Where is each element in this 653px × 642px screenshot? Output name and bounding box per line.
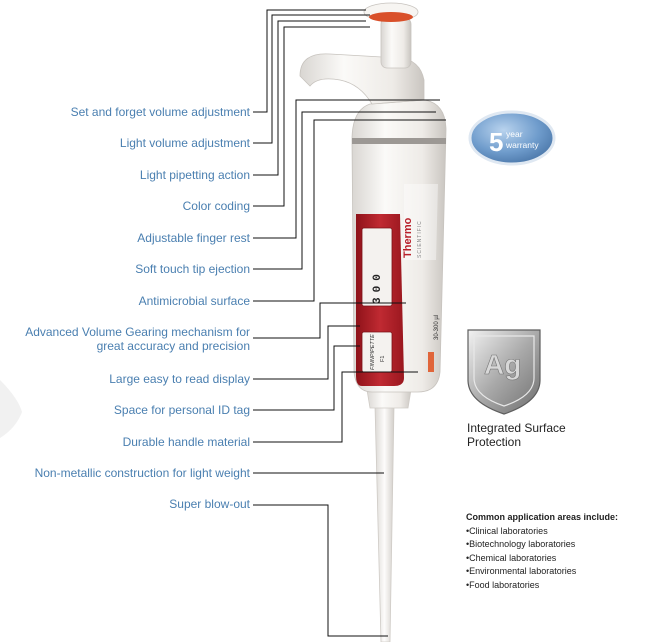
leader-handle: [253, 371, 418, 443]
feature-label-non-metallic: Non-metallic construction for light weig…: [34, 466, 250, 480]
applications-item: Chemical laboratories: [466, 552, 618, 566]
ag-caption: Integrated Surface Protection: [467, 421, 617, 449]
applications-item: Clinical laboratories: [466, 525, 618, 539]
brand-scientific: SCIENTIFIC: [417, 220, 423, 258]
ag-symbol: Ag: [484, 349, 521, 380]
color-coding-ring: [369, 12, 413, 22]
applications-list: Clinical laboratories Biotechnology labo…: [466, 525, 618, 593]
leader-light-pipetting: [253, 20, 366, 176]
applications-item: Environmental laboratories: [466, 565, 618, 579]
leader-lines: [253, 9, 446, 637]
feature-label-finger-rest: Adjustable finger rest: [137, 231, 250, 245]
model-sub: F1: [380, 356, 386, 362]
background-swoosh: [0, 380, 22, 438]
leader-antimicrobial: [253, 119, 446, 302]
applications-item: Food laboratories: [466, 579, 618, 593]
display-digits: 300: [372, 269, 384, 304]
warranty-number: 5: [489, 127, 503, 157]
applications-box: Common application areas include: Clinic…: [466, 511, 618, 593]
warranty-badge: [468, 110, 556, 166]
feature-label-blow-out: Super blow-out: [169, 497, 250, 511]
plunger-stem: [380, 17, 412, 69]
feature-label-color-coding: Color coding: [182, 199, 250, 213]
display-window: [361, 227, 393, 307]
leader-finger-rest: [253, 99, 440, 239]
applications-title: Common application areas include:: [466, 512, 619, 522]
metal-band: [352, 138, 446, 144]
warranty-line1: year: [506, 129, 523, 139]
leader-set-forget: [253, 9, 366, 113]
ag-shield-inner: [473, 335, 535, 407]
model-label: FINNPIPETTE: [370, 334, 376, 370]
orange-accent: [428, 352, 434, 372]
feature-label-set-forget: Set and forget volume adjustment: [70, 105, 250, 119]
feature-label-light-volume: Light volume adjustment: [119, 136, 250, 150]
leader-gearing: [253, 302, 406, 339]
leader-color-coding: [253, 26, 370, 207]
feature-label-handle: Durable handle material: [122, 435, 250, 449]
leader-display: [253, 325, 360, 380]
feature-label-antimicrobial: Antimicrobial surface: [138, 294, 250, 308]
brand-area: [404, 184, 438, 260]
leader-blow-out: [253, 504, 388, 637]
pipette-tip-cone: [374, 405, 395, 642]
feature-label-display: Large easy to read display: [109, 372, 250, 386]
applications-item: Biotechnology laboratories: [466, 538, 618, 552]
leader-tip-ejection: [253, 111, 436, 270]
ag-caption-line2: Protection: [467, 435, 522, 449]
range-label: 30-300 µl: [434, 315, 440, 340]
ag-caption-line1: Integrated Surface: [467, 421, 566, 435]
feature-label-id-tag: Space for personal ID tag: [113, 403, 250, 417]
leader-light-volume: [253, 14, 370, 144]
leader-id-tag: [253, 345, 360, 411]
feature-label-light-pipetting: Light pipetting action: [139, 168, 250, 182]
feature-label-tip-ejection: Soft touch tip ejection: [135, 262, 250, 276]
warranty-line2: warranty: [505, 140, 539, 150]
ag-shield-icon: [467, 329, 541, 415]
id-tag-window: [361, 331, 393, 373]
brand-thermo: Thermo: [402, 217, 414, 258]
